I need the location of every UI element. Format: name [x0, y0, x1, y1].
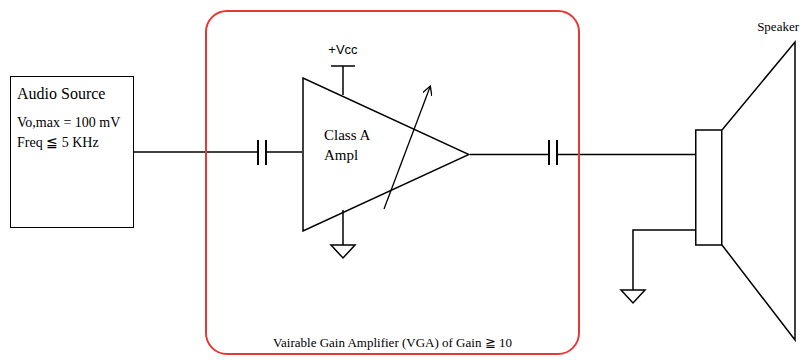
- output-capacitor: [549, 138, 557, 166]
- ground-symbol: [621, 290, 645, 303]
- ground-wire: [342, 210, 344, 245]
- audio-source-box: Audio SourceVo,max = 100 mV Freq ≦ 5 KHz: [10, 76, 134, 228]
- speaker-symbol: Speaker: [695, 18, 805, 348]
- ground-symbol: [331, 245, 355, 258]
- signal-wire: [470, 154, 695, 156]
- signal-wire: [134, 151, 302, 153]
- speaker-cone: [722, 42, 795, 340]
- node-spec: Vo,max = 100 mV: [17, 115, 127, 131]
- supply-label: +Vcc: [313, 42, 373, 57]
- vcc-bar: [331, 65, 355, 67]
- input-capacitor: [258, 138, 266, 166]
- region-label: Vairable Gain Amplifier (VGA) of Gain ≧ …: [207, 335, 578, 351]
- amplifier-triangle: Class A Ampl: [302, 77, 470, 232]
- speaker-ground-wire: [633, 230, 695, 290]
- speaker-drawing: [695, 18, 805, 348]
- vcc-wire: [342, 66, 344, 95]
- vga-region: Vairable Gain Amplifier (VGA) of Gain ≧ …: [205, 10, 580, 355]
- node-title: Audio Source: [17, 85, 127, 103]
- speaker-magnet: [696, 130, 722, 245]
- speaker-label: Speaker: [757, 19, 799, 35]
- variable-gain-arrow: [384, 87, 430, 209]
- amplifier-triangle-outline: [303, 78, 469, 231]
- node-spec: Freq ≦ 5 KHz: [17, 134, 127, 151]
- amplifier-label: Class A Ampl: [324, 125, 386, 166]
